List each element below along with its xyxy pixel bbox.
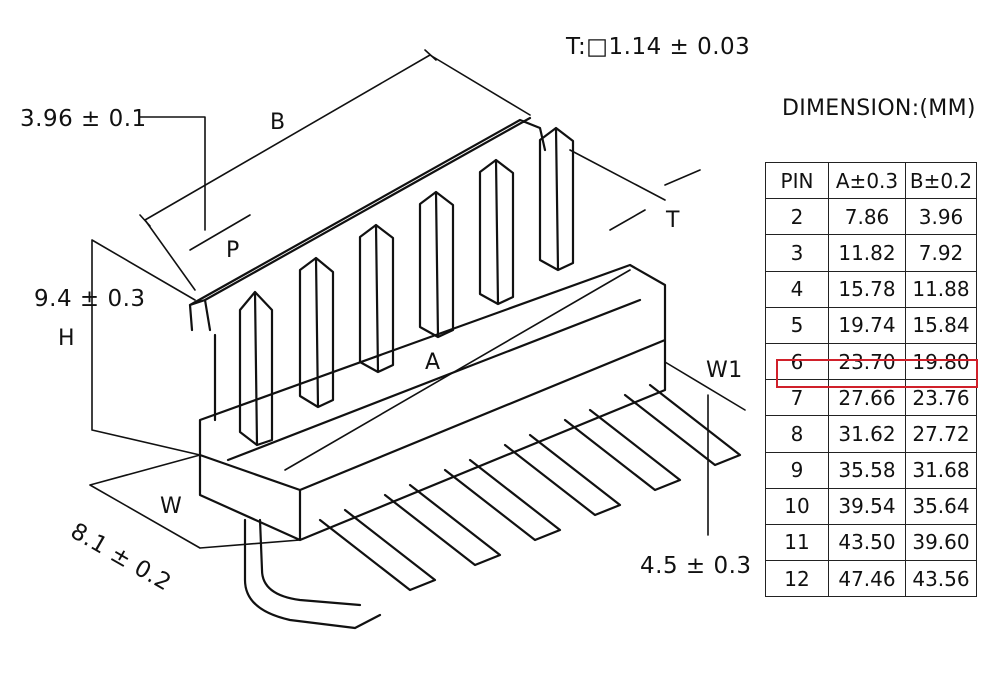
dim-w1-line: [664, 361, 746, 536]
cell-pin: 5: [765, 306, 829, 344]
cell-b: 7.92: [905, 234, 977, 272]
cell-a: 27.66: [828, 379, 906, 417]
dim-b-ext: [144, 54, 531, 291]
cell-a: 35.58: [828, 451, 906, 489]
cell-a: 31.62: [828, 415, 906, 453]
label-h: H: [58, 326, 76, 351]
cell-pin: 10: [765, 487, 829, 525]
cell-b: 31.68: [905, 451, 977, 489]
housing-back-wall: [188, 116, 547, 422]
cell-b: 27.72: [905, 415, 977, 453]
cell-b: 43.56: [905, 560, 977, 598]
pins-vertical: [238, 126, 575, 447]
dim-h-line: [91, 239, 201, 456]
cell-b: 3.96: [905, 198, 977, 236]
cell-pin: 12: [765, 560, 829, 598]
cell-pin: 11: [765, 523, 829, 562]
connector-drawing: [89, 49, 746, 630]
cell-b: 39.60: [905, 523, 977, 562]
cell-a: 47.46: [828, 560, 906, 598]
table-header-row: PIN A±0.3 B±0.2: [765, 161, 977, 200]
cell-pin: 6: [765, 342, 829, 381]
header-pin: PIN: [765, 161, 829, 200]
dim-p-leader: [139, 116, 206, 231]
label-t: T: [666, 208, 680, 233]
dim-b-line: [139, 49, 437, 227]
cell-pin: 9: [765, 451, 829, 489]
pitch-tolerance: 3.96 ± 0.1: [20, 106, 147, 132]
pins-legs: [243, 383, 742, 630]
label-w: W: [160, 494, 183, 519]
cell-b: 11.88: [905, 270, 977, 308]
dim-t-line: [569, 149, 701, 231]
cell-pin: 4: [765, 270, 829, 308]
cell-a: 23.70: [828, 342, 906, 381]
label-w1: W1: [706, 358, 743, 383]
dim-a-line: [284, 269, 631, 471]
header-a: A±0.3: [828, 161, 906, 200]
dim-p-line: [189, 214, 251, 251]
height-tolerance: 9.4 ± 0.3: [34, 286, 146, 312]
highlight-box: [776, 359, 978, 388]
cell-pin: 2: [765, 198, 829, 236]
cell-a: 15.78: [828, 270, 906, 308]
label-p: P: [226, 238, 240, 263]
dimension-title: DIMENSION:(MM): [782, 96, 976, 121]
cell-b: 15.84: [905, 306, 977, 344]
cell-pin: 3: [765, 234, 829, 272]
dim-w-line: [89, 454, 301, 549]
cell-b: 35.64: [905, 487, 977, 525]
header-b: B±0.2: [905, 161, 977, 200]
cell-a: 43.50: [828, 523, 906, 562]
label-b: B: [270, 110, 286, 135]
cell-a: 7.86: [828, 198, 906, 236]
cell-a: 11.82: [828, 234, 906, 272]
leg-tolerance: 4.5 ± 0.3: [640, 553, 752, 579]
cell-a: 19.74: [828, 306, 906, 344]
label-a: A: [425, 350, 441, 375]
cell-a: 39.54: [828, 487, 906, 525]
cell-b: 23.76: [905, 379, 977, 417]
thickness-tolerance: T:□1.14 ± 0.03: [566, 34, 751, 60]
cell-pin: 8: [765, 415, 829, 453]
